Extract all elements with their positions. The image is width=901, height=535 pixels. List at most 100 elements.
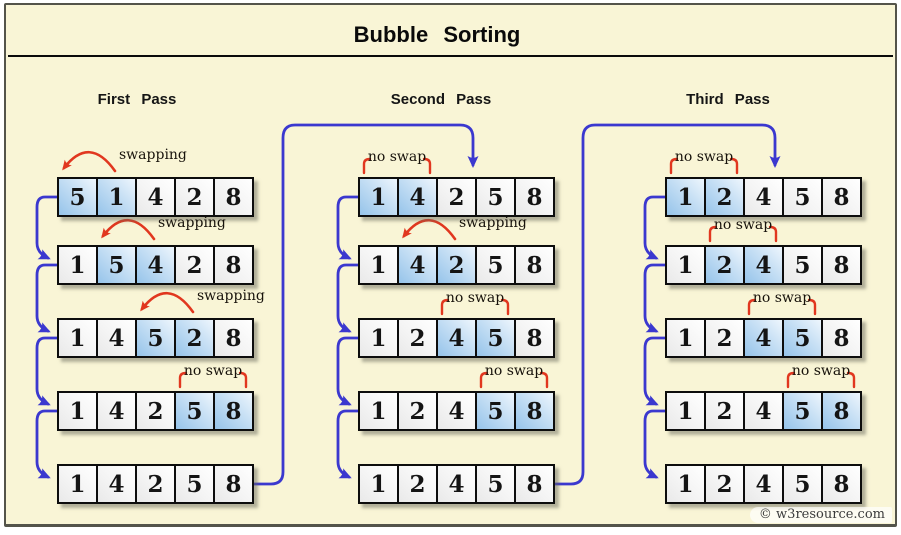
array-cell-highlighted: 8 <box>821 391 862 431</box>
array-cell: 4 <box>96 464 137 504</box>
array-cell: 4 <box>96 318 137 358</box>
array-cell: 4 <box>96 391 137 431</box>
array-cell: 8 <box>821 177 862 217</box>
array-cell-highlighted: 5 <box>475 391 516 431</box>
array-cell-highlighted: 5 <box>135 318 176 358</box>
no-swap-bracket-right <box>238 371 248 389</box>
no-swap-label: no swap <box>367 149 427 165</box>
array-cell: 1 <box>358 318 399 358</box>
array-cell: 2 <box>704 318 745 358</box>
array-cell-highlighted: 4 <box>397 177 438 217</box>
array-cell: 5 <box>782 245 823 285</box>
no-swap-bracket-left <box>747 298 757 316</box>
array-cell: 1 <box>665 464 706 504</box>
array-cell: 8 <box>821 245 862 285</box>
no-swap-label: no swap <box>791 363 851 379</box>
array-cell: 1 <box>665 391 706 431</box>
array-cell: 1 <box>57 245 98 285</box>
no-swap-bracket-left <box>786 371 796 389</box>
array-cell: 4 <box>135 177 176 217</box>
array-cell-highlighted: 2 <box>436 245 477 285</box>
no-swap-label: no swap <box>713 217 773 233</box>
flow-arrow-next-row <box>643 409 669 479</box>
array-cell-highlighted: 4 <box>397 245 438 285</box>
array-cell: 8 <box>213 318 254 358</box>
no-swap-bracket-left <box>362 157 372 175</box>
no-swap-label: no swap <box>183 363 243 379</box>
flow-arrow-next-row <box>35 195 61 260</box>
flow-arrow-next-row <box>336 263 362 333</box>
array-cell-highlighted: 4 <box>743 318 784 358</box>
swap-arrow <box>402 218 457 241</box>
array-cell: 4 <box>743 177 784 217</box>
flow-arrow-next-pass <box>252 123 479 486</box>
array-cell: 8 <box>213 245 254 285</box>
no-swap-bracket-right <box>768 225 778 243</box>
array-cell: 4 <box>436 391 477 431</box>
array-cell: 8 <box>514 177 555 217</box>
swapping-label: swapping <box>459 215 527 231</box>
no-swap-bracket-right <box>539 371 549 389</box>
array-cell: 1 <box>358 464 399 504</box>
array-cell: 2 <box>704 464 745 504</box>
array-cell: 5 <box>782 177 823 217</box>
array-cell-highlighted: 5 <box>782 318 823 358</box>
no-swap-bracket-left <box>669 157 679 175</box>
diagram-title: Bubble Sorting <box>353 22 521 47</box>
array-cell: 4 <box>743 391 784 431</box>
flow-arrow-next-row <box>35 336 61 406</box>
no-swap-bracket-left <box>440 298 450 316</box>
array-cell: 2 <box>174 177 215 217</box>
no-swap-label: no swap <box>674 149 734 165</box>
array-cell: 2 <box>397 464 438 504</box>
array-cell-highlighted: 2 <box>704 245 745 285</box>
flow-arrow-next-row <box>35 409 61 479</box>
array-cell-highlighted: 8 <box>213 391 254 431</box>
flow-arrow-next-row <box>35 263 61 333</box>
array-cell: 1 <box>57 391 98 431</box>
swapping-label: swapping <box>119 147 187 163</box>
array-cell-highlighted: 5 <box>174 391 215 431</box>
array-cell: 2 <box>397 318 438 358</box>
array-cell-highlighted: 1 <box>665 177 706 217</box>
array-cell: 1 <box>57 464 98 504</box>
array-cell-highlighted: 5 <box>782 391 823 431</box>
swap-arrow <box>140 291 195 314</box>
array-cell: 5 <box>475 177 516 217</box>
array-cell-highlighted: 5 <box>96 245 137 285</box>
no-swap-label: no swap <box>752 290 812 306</box>
array-cell: 8 <box>514 245 555 285</box>
array-cell: 2 <box>135 391 176 431</box>
array-cell: 5 <box>174 464 215 504</box>
swapping-label: swapping <box>158 215 226 231</box>
array-cell: 8 <box>213 464 254 504</box>
array-cell: 4 <box>743 464 784 504</box>
array-cell-highlighted: 4 <box>743 245 784 285</box>
array-cell-highlighted: 5 <box>475 318 516 358</box>
no-swap-label: no swap <box>484 363 544 379</box>
array-cell-highlighted: 5 <box>57 177 98 217</box>
no-swap-label: no swap <box>445 290 505 306</box>
swap-arrow <box>62 150 117 173</box>
array-cell: 2 <box>704 391 745 431</box>
array-cell: 2 <box>135 464 176 504</box>
no-swap-bracket-left <box>708 225 718 243</box>
swap-arrow <box>101 218 156 241</box>
array-cell-highlighted: 1 <box>96 177 137 217</box>
array-cell: 2 <box>397 391 438 431</box>
array-cell: 5 <box>475 464 516 504</box>
no-swap-bracket-right <box>422 157 432 175</box>
watermark: © w3resource.com <box>749 507 892 523</box>
flow-arrow-next-row <box>643 195 669 260</box>
